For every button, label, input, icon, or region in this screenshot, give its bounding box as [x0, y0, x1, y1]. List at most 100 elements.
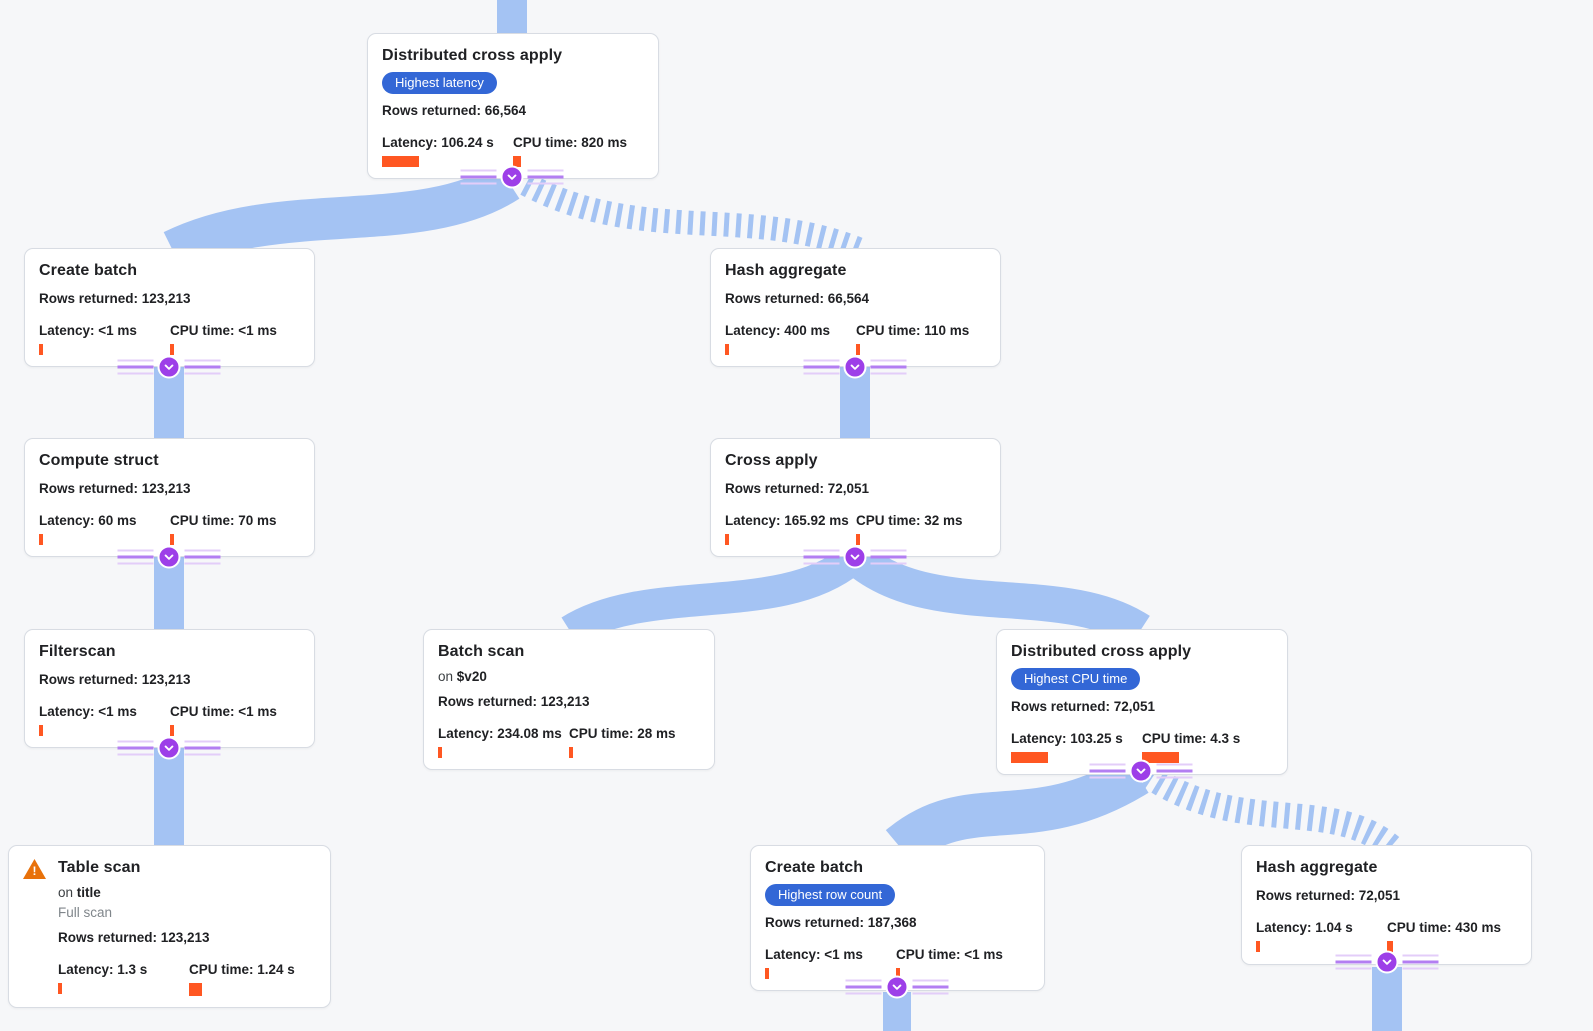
node-metrics: Latency: <1 ms CPU time: <1 ms [39, 703, 300, 736]
chevron-down-icon [157, 736, 181, 760]
expand-node-button[interactable] [845, 975, 949, 999]
latency-bar [58, 983, 62, 994]
latency-bar [39, 344, 43, 355]
expand-node-button[interactable] [803, 355, 907, 379]
plan-node-create-batch-top[interactable]: Create batch Rows returned: 123,213 Late… [24, 248, 315, 367]
node-metrics: Latency: 60 ms CPU time: 70 ms [39, 512, 300, 545]
latency-value: Latency: 234.08 ms [438, 726, 562, 741]
plan-node-table-scan[interactable]: Table scan on title Full scan Rows retur… [8, 845, 331, 1008]
plan-node-compute-struct[interactable]: Compute struct Rows returned: 123,213 La… [24, 438, 315, 557]
latency-value: Latency: 165.92 ms [725, 513, 849, 528]
edge-dca-top-to-hash-aggregate [520, 173, 863, 261]
cpu-time-bar [1387, 941, 1393, 953]
latency-bar [438, 747, 442, 758]
node-operand: on $v20 [438, 669, 487, 684]
cpu-time-value: CPU time: 28 ms [569, 726, 676, 741]
cpu-time-value: CPU time: 70 ms [170, 513, 277, 528]
expand-node-button[interactable] [1335, 950, 1439, 974]
latency-bar [1256, 941, 1260, 952]
node-badge: Highest CPU time [1011, 668, 1141, 690]
plan-node-filterscan[interactable]: Filterscan Rows returned: 123,213 Latenc… [24, 629, 315, 748]
edge-cross-apply-to-batch-scan [561, 547, 862, 645]
rows-returned: Rows returned: 66,564 [725, 291, 870, 306]
rows-returned: Rows returned: 123,213 [39, 291, 191, 306]
connector-stripes-right [1156, 763, 1193, 779]
plan-node-cross-apply[interactable]: Cross apply Rows returned: 72,051 Latenc… [710, 438, 1001, 557]
node-metrics: Latency: 1.04 s CPU time: 430 ms [1256, 919, 1517, 953]
rows-returned: Rows returned: 123,213 [39, 672, 191, 687]
expand-node-button[interactable] [117, 545, 221, 569]
latency-value: Latency: 400 ms [725, 323, 831, 338]
connector-stripes-left [803, 359, 840, 375]
node-title: Create batch [765, 859, 864, 876]
plan-node-distributed-cross-apply-2[interactable]: Distributed cross apply Highest CPU time… [996, 629, 1288, 775]
latency-bar [39, 725, 43, 736]
cpu-time-value: CPU time: 32 ms [856, 513, 963, 528]
chevron-down-icon [157, 355, 181, 379]
edge-cross-apply-to-dca-2 [847, 545, 1150, 647]
connector-stripes-right [184, 740, 221, 756]
node-title: Hash aggregate [1256, 859, 1378, 876]
warning-icon [23, 859, 46, 879]
rows-returned: Rows returned: 72,051 [1011, 699, 1156, 714]
connector-stripes-left [460, 169, 497, 185]
expand-node-button[interactable] [460, 165, 564, 189]
edge-dca-2-to-create-batch-bottom [885, 755, 1149, 865]
rows-returned: Rows returned: 123,213 [58, 930, 210, 945]
latency-bar [382, 156, 419, 167]
cpu-time-bar [856, 534, 860, 545]
connector-stripes-left [845, 979, 882, 995]
chevron-down-icon [157, 545, 181, 569]
latency-value: Latency: 1.04 s [1256, 920, 1353, 935]
node-title: Table scan [58, 859, 141, 876]
rows-returned: Rows returned: 187,368 [765, 915, 917, 930]
connector-stripes-left [1089, 763, 1126, 779]
expand-node-button[interactable] [117, 355, 221, 379]
cpu-time-bar [513, 156, 521, 167]
node-title: Distributed cross apply [1011, 643, 1192, 660]
node-badge: Highest latency [382, 72, 497, 94]
latency-value: Latency: 103.25 s [1011, 731, 1123, 746]
expand-node-button[interactable] [803, 545, 907, 569]
chevron-down-icon [500, 165, 524, 189]
node-badge: Highest row count [765, 884, 896, 906]
expand-node-button[interactable] [117, 736, 221, 760]
cpu-time-value: CPU time: 1.24 s [189, 962, 295, 977]
cpu-time-bar [170, 534, 174, 545]
latency-value: Latency: 106.24 s [382, 135, 494, 150]
rows-returned: Rows returned: 66,564 [382, 103, 527, 118]
plan-node-batch-scan[interactable]: Batch scan on $v20 Rows returned: 123,21… [423, 629, 715, 770]
node-title: Batch scan [438, 643, 525, 660]
latency-bar [725, 534, 729, 545]
node-title: Filterscan [39, 643, 116, 660]
connector-stripes-right [870, 549, 907, 565]
connector-stripes-left [117, 740, 154, 756]
cpu-time-value: CPU time: <1 ms [170, 323, 277, 338]
chevron-down-icon [885, 975, 909, 999]
node-metrics: Latency: <1 ms CPU time: <1 ms [39, 322, 300, 355]
cpu-time-bar [170, 725, 174, 736]
rows-returned: Rows returned: 72,051 [725, 481, 870, 496]
node-title: Create batch [39, 262, 138, 279]
edge-dca-2-to-hash-aggregate-bottom [1140, 764, 1401, 859]
plan-node-distributed-cross-apply-top[interactable]: Distributed cross apply Highest latency … [367, 33, 659, 179]
rows-returned: Rows returned: 123,213 [39, 481, 191, 496]
connector-stripes-left [1335, 954, 1372, 970]
rows-returned: Rows returned: 72,051 [1256, 888, 1401, 903]
chevron-down-icon [1375, 950, 1399, 974]
plan-node-hash-aggregate-bottom[interactable]: Hash aggregate Rows returned: 72,051 Lat… [1241, 845, 1532, 965]
connector-stripes-left [117, 549, 154, 565]
expand-node-button[interactable] [1089, 759, 1193, 783]
chevron-down-icon [843, 545, 867, 569]
connector-stripes-right [184, 359, 221, 375]
connector-stripes-right [1402, 954, 1439, 970]
plan-node-hash-aggregate-mid[interactable]: Hash aggregate Rows returned: 66,564 Lat… [710, 248, 1001, 367]
cpu-time-value: CPU time: 430 ms [1387, 920, 1502, 935]
latency-bar [725, 344, 729, 355]
node-title: Hash aggregate [725, 262, 847, 279]
latency-value: Latency: 60 ms [39, 513, 137, 528]
plan-node-create-batch-bottom[interactable]: Create batch Highest row count Rows retu… [750, 845, 1045, 991]
node-operand: on title [58, 885, 101, 900]
